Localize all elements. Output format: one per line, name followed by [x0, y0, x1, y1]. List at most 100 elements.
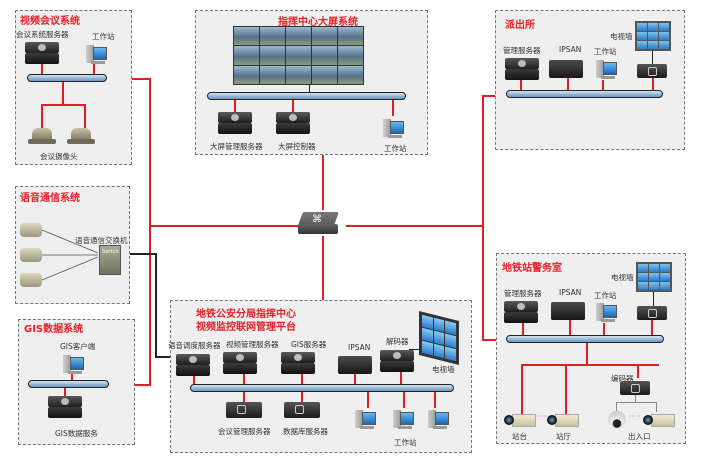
telephone-icon	[20, 248, 42, 262]
vc-bus	[27, 74, 107, 82]
core-switch: ⌘	[297, 212, 339, 236]
vc-drop	[62, 82, 64, 104]
video-wall-display	[233, 26, 364, 85]
vc-cameras-label: 会议摄像头	[40, 152, 78, 161]
gis-server-label: GIS数据服务	[55, 429, 98, 438]
bs-workstation-icon	[383, 117, 404, 139]
platform-tv-wall-label: 电视墙	[432, 365, 455, 374]
dome-camera-icon	[608, 411, 626, 429]
link-left-to-core	[150, 225, 298, 227]
vc-workstation-icon	[86, 43, 107, 65]
bs-workstation-label: 工作站	[384, 144, 407, 153]
platform-workstation-icon	[428, 408, 449, 430]
platform-camera-icon	[504, 413, 536, 427]
ms-drop	[586, 343, 588, 365]
vc-drop	[41, 104, 86, 106]
ps-ipsan-icon	[549, 60, 583, 78]
voice-dispatch-label: 语音调度服务器	[168, 341, 221, 350]
hall-camera-label: 站厅	[556, 432, 571, 441]
gis-data-server-icon	[48, 396, 82, 418]
platform-ipsan-icon	[338, 356, 372, 374]
voice-exchange-icon: Switch	[99, 245, 121, 275]
ms-drop	[521, 364, 659, 366]
ps-workstation-label: 工作站	[594, 47, 617, 56]
gis-drop	[64, 388, 66, 396]
link-right-trunk	[482, 95, 484, 340]
voice-dispatch-server-icon	[176, 354, 210, 376]
ms-tv-wall-icon	[636, 262, 672, 292]
enc-drop	[635, 395, 636, 402]
link-metro-horizontal	[482, 339, 508, 341]
vc-drop	[41, 104, 43, 128]
db-server-label: 数据库服务器	[283, 427, 328, 436]
enc-drop	[616, 402, 656, 403]
ms-drop	[565, 364, 567, 416]
bs-wall-drop	[309, 85, 310, 92]
db-server-icon	[284, 402, 320, 418]
gis-drop	[71, 374, 73, 380]
ps-tv-wall-icon	[635, 21, 671, 51]
platform-camera-label: 站台	[512, 432, 527, 441]
platform-workstation-label: 工作站	[394, 438, 417, 447]
ms-decoder-icon	[637, 306, 667, 320]
link-core-to-bigscreen	[322, 100, 324, 210]
telephone-icon	[20, 223, 42, 237]
hall-camera-icon	[547, 413, 579, 427]
entrance-camera-label: 出入口	[628, 432, 651, 441]
conf-mgmt-server-icon	[226, 402, 262, 418]
ms-drop	[522, 323, 524, 335]
telephone-icon	[20, 273, 42, 287]
ms-drop	[651, 320, 653, 335]
ps-ipsan-label: IPSAN	[559, 45, 582, 54]
metro-station-title: 地铁站警务室	[502, 263, 562, 274]
platform-ipsan-label: IPSAN	[348, 343, 371, 352]
ps-drop	[602, 80, 604, 90]
vc-drop	[84, 104, 86, 128]
big-screen-controller-icon	[276, 112, 310, 134]
platform-bus	[190, 384, 454, 392]
ms-drop	[603, 323, 605, 335]
voice-exchange-label: 语音通信交换机	[75, 236, 128, 245]
vc-drop	[41, 64, 43, 74]
pf-drop	[193, 376, 195, 384]
ms-tv-wall-label: 电视墙	[611, 273, 634, 282]
pf-drop	[243, 374, 245, 384]
vc-workstation-label: 工作站	[92, 32, 115, 41]
pf-drop	[367, 392, 369, 408]
conference-camera-icon	[65, 126, 95, 144]
vc-drop	[93, 64, 95, 74]
ms-drop	[637, 364, 639, 378]
platform-workstation-icon	[393, 408, 414, 430]
bs-drop	[234, 100, 236, 112]
ps-wall-drop	[652, 51, 653, 65]
ellipsis: ·····	[629, 412, 641, 421]
big-screen-server-label: 大屏管理服务器	[210, 142, 263, 151]
pf-drop	[403, 392, 405, 408]
ps-tv-wall-label: 电视墙	[610, 32, 633, 41]
ps-drop	[567, 78, 569, 90]
ms-workstation-label: 工作站	[594, 291, 617, 300]
vc-server-label: 会议系统服务器	[16, 30, 69, 39]
ps-server-icon	[505, 58, 539, 80]
gis-server-platform-label: GIS服务器	[291, 340, 327, 349]
conference-camera-icon	[26, 126, 56, 144]
encoder-icon	[620, 381, 650, 395]
video-mgmt-server-icon	[223, 352, 257, 374]
bs-drop	[392, 100, 394, 116]
big-screen-server-icon	[218, 112, 252, 134]
ps-drop	[520, 80, 522, 90]
link-vc-horizontal	[118, 78, 150, 80]
enc-drop	[616, 402, 617, 412]
police-station-bus	[506, 90, 663, 98]
ms-ipsan-label: IPSAN	[559, 288, 582, 297]
gis-title: GIS数据系统	[24, 324, 84, 335]
platform-workstation-icon	[355, 408, 376, 430]
ms-drop	[521, 364, 523, 416]
big-screen-title: 指挥中心大屏系统	[278, 17, 358, 28]
link-voice-v	[155, 253, 157, 358]
ms-workstation-icon	[596, 301, 617, 323]
enc-drop	[656, 402, 657, 412]
metro-station-bus	[506, 335, 664, 343]
link-voice-h1	[124, 253, 156, 255]
